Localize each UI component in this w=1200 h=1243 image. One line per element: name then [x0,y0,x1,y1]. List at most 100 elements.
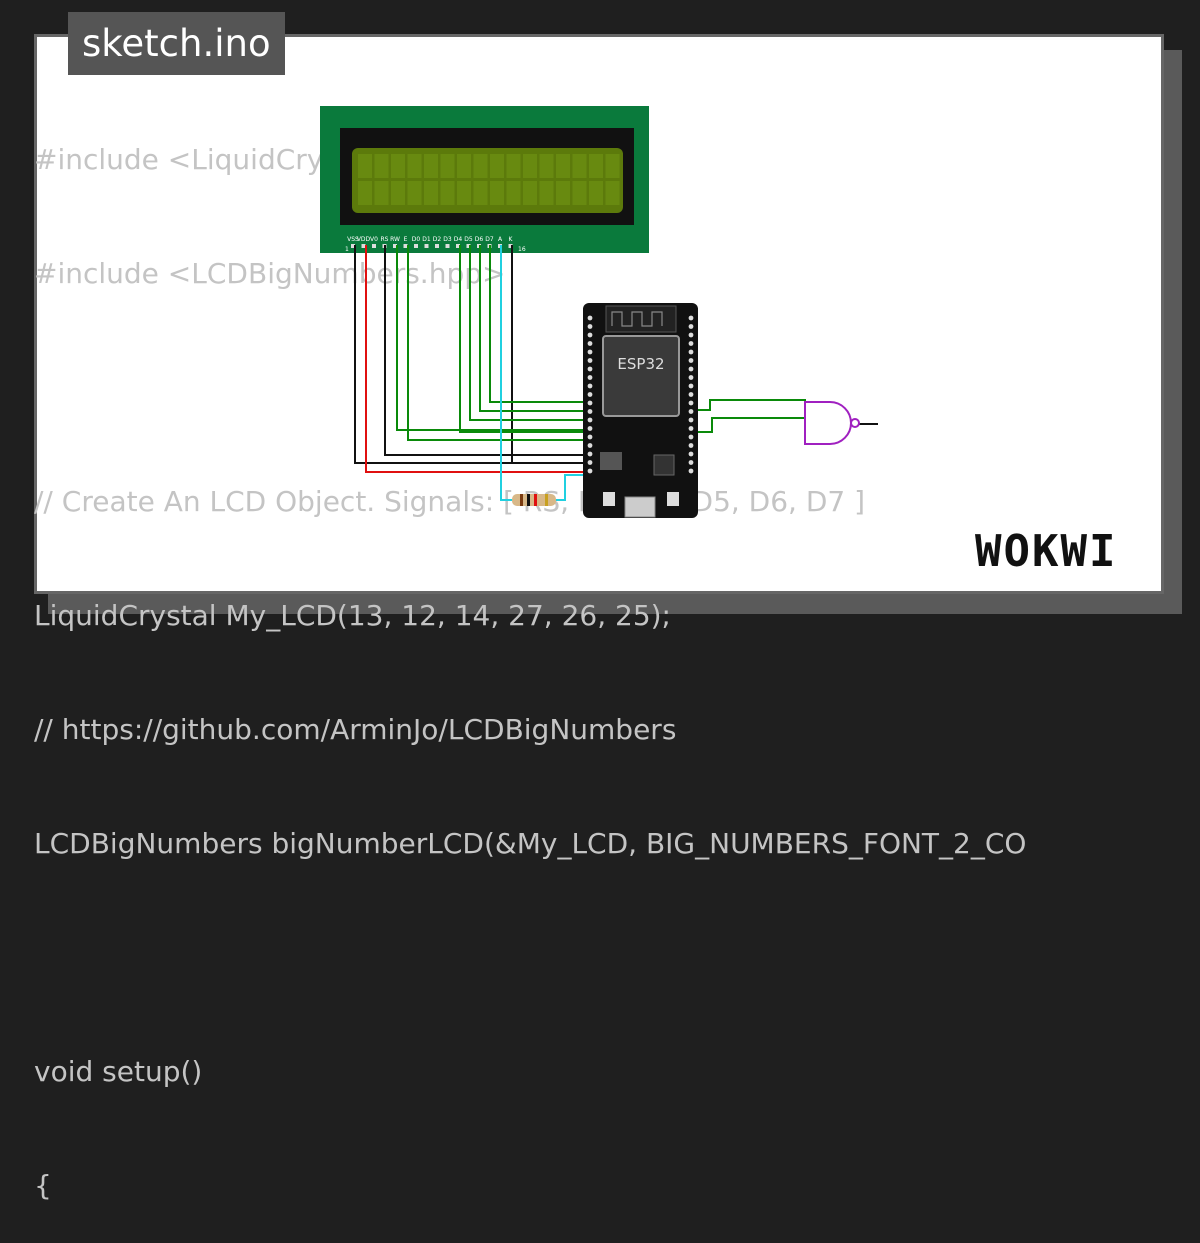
esp32-pin [587,434,593,440]
lcd-pin-label: RW [390,236,400,243]
wire-gate-in2 [688,417,805,433]
lcd-character-cell [391,181,405,205]
lcd-character-cell [424,181,438,205]
lcd-character-cell [506,154,521,178]
esp32-pin [688,341,694,346]
esp32-pin [587,409,593,414]
esp32-pin [587,315,593,321]
esp32-pin [587,443,593,448]
code-line: #include <LCDBigNumbers.hpp> [34,257,506,290]
lcd-pin [393,244,397,248]
wire-a [500,245,545,501]
esp32-label: ESP32 [617,355,664,373]
wire-e [407,245,590,441]
code-line: // https://github.com/ArminJo/LCDBigNumb… [34,713,677,746]
lcd-character-cell [589,154,603,178]
esp32-pin [587,426,593,431]
lcd-pin-label: D3 [443,236,452,243]
lcd-character-cell [589,181,603,205]
lcd-character-cell [457,154,471,178]
lcd-character-cell [605,181,620,205]
lcd-character-cell [490,154,504,178]
code-line: void setup() [34,1055,203,1088]
wokwi-logo: WOKWI [975,526,1118,577]
lcd-character-cell [473,181,488,205]
lcd-character-cell [523,181,537,205]
esp32-pin [587,451,593,457]
lcd-pin-label: D4 [454,236,463,243]
lcd-character-cell [490,181,504,205]
lcd-character-cell [358,181,372,205]
lcd-pin-label: V0 [370,236,378,243]
esp32-pin [587,375,593,380]
code-line [34,934,1026,982]
code-line: LiquidCrystal My_LCD(13, 12, 14, 27, 26,… [34,599,671,632]
esp32-pin [587,400,593,406]
usb-port [624,496,656,518]
esp32-pin [688,324,694,329]
lcd-pin-last: 16 [518,246,526,253]
lcd-character-cell [539,181,554,205]
lcd-character-cell [374,154,389,178]
wire-gate-in1 [688,399,806,411]
lcd-pin-label: D1 [422,236,431,243]
esp32-pins-right [688,315,694,474]
lcd-character-cell [473,154,488,178]
lcd-character-cell [506,181,521,205]
esp32-pin [587,383,593,389]
lcd-pin [372,244,376,248]
esp32-pin [587,341,593,346]
lcd-pin-label: VDD [357,236,371,243]
file-name-tab: sketch.ino [68,12,285,75]
lcd-character-cell [440,154,455,178]
esp32-pin [688,409,694,414]
lcd-pin-label: D5 [464,236,473,243]
usb-chip [653,454,675,476]
esp32-pin [587,349,593,355]
resistor[interactable] [512,494,556,506]
wire-a-resistor [556,474,590,501]
esp32-pin [688,460,694,465]
lcd-pin-label: A [498,236,503,243]
lcd-pin-label: E [404,236,408,243]
esp32-pin [587,358,593,363]
lcd-pin-label: VSS [347,236,359,243]
wire-d6 [479,245,590,412]
esp32-pin [688,417,694,423]
esp32-pin [688,366,694,372]
lcd-pin [445,244,450,248]
lcd-character-cell [605,154,620,178]
wire-d4 [459,245,590,433]
lcd-character-cell [374,181,389,205]
wire-rw [384,245,590,456]
lcd-pin [403,244,408,248]
lcd-pin-first: 1 [345,246,349,253]
esp32-pin [688,358,694,363]
lcd-pin [466,244,471,248]
esp32-pin [688,426,694,431]
lcd-pin [351,244,355,248]
esp32-pin [587,324,593,329]
boot-button [603,492,615,506]
esp32-pin [587,417,593,423]
voltage-regulator [600,452,622,470]
esp32-pin [688,443,694,448]
lcd-character-cell [424,154,438,178]
esp32-pin [688,383,694,389]
nand-gate[interactable] [804,401,860,445]
wire-d7 [489,245,590,403]
lcd-pin-label: K [509,236,514,243]
esp32-pin [688,468,694,474]
lcd-character-cell [556,181,570,205]
esp32-pin [688,400,694,406]
lcd-character-grid [358,154,620,205]
lcd-pin-label: D2 [433,236,442,243]
wire-rs [396,245,590,431]
esp32-board[interactable]: ESP32 [583,303,698,518]
wire-d5 [469,245,590,421]
esp32-module [602,335,680,417]
esp32-pin [688,434,694,440]
